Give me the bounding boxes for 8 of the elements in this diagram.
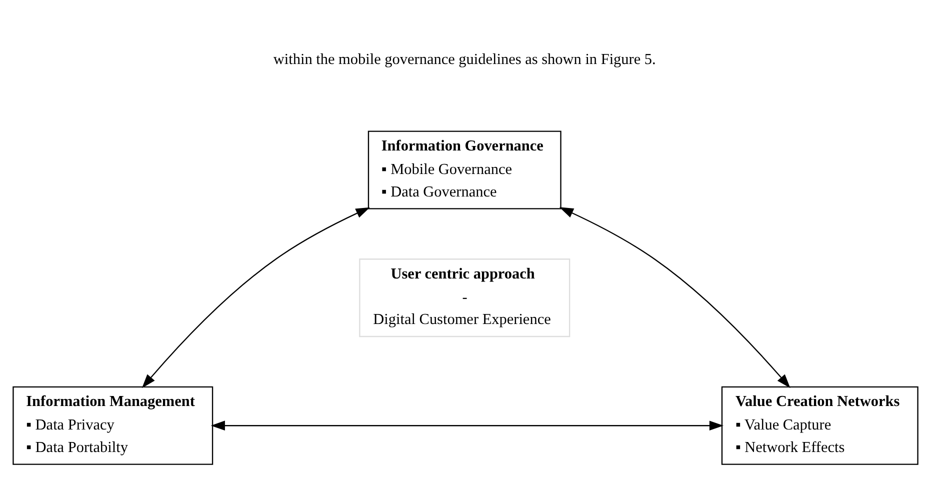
node-box: Value Creation Networks ▪ Value Capture ▪ Network Effects [721,386,918,465]
arrow [559,207,790,388]
arrow [142,207,370,388]
node-box: User centric approach - Digital Customer Experience [359,258,570,338]
node-box: Information Management ▪ Data Privacy ▪ Data Portabilty [12,386,214,465]
label: within the mobile governance guidelines as shown in Figure 5. [273,50,656,68]
node-box: Information Governance ▪ Mobile Governance ▪ Data Governance [368,130,562,210]
arrow [210,420,724,431]
